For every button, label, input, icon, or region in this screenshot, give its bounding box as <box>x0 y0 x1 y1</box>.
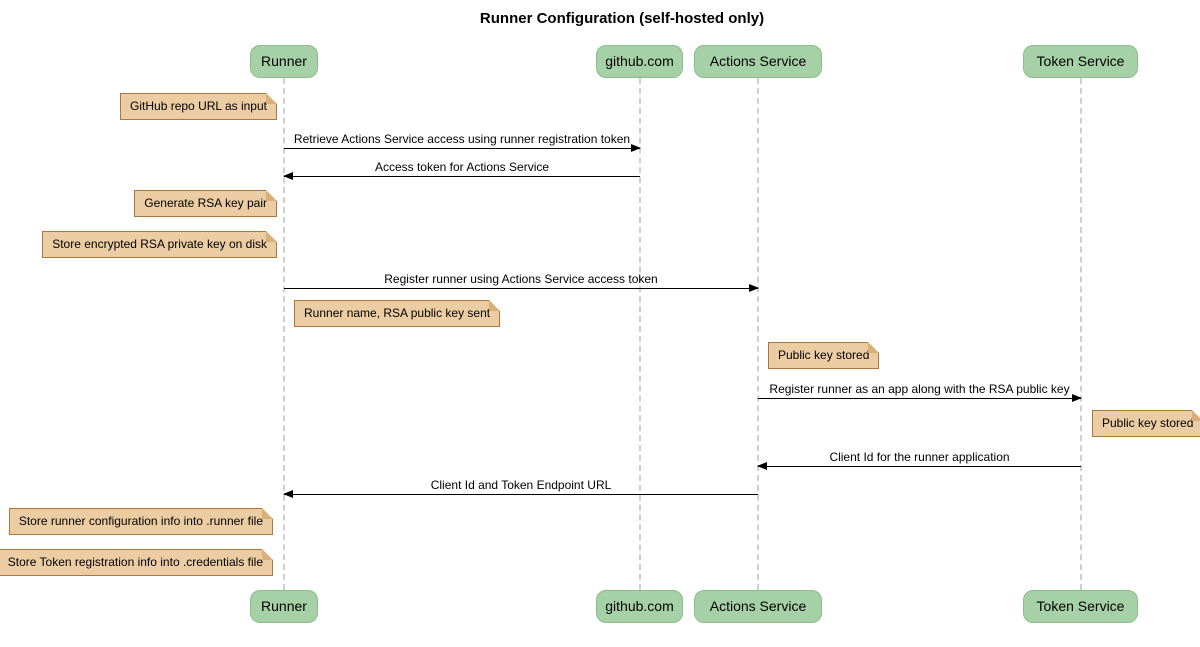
note-store-runner-file: Store runner configuration info into .ru… <box>8 508 274 535</box>
arrowhead-left-icon <box>757 462 767 470</box>
message-label: Retrieve Actions Service access using ru… <box>293 132 631 146</box>
participant-token-service-top: Token Service <box>1023 45 1138 78</box>
arrowhead-right-icon <box>749 284 759 292</box>
message-client-id-endpoint: Client Id and Token Endpoint URL <box>283 478 758 498</box>
participant-actions-service-bottom: Actions Service <box>694 590 822 623</box>
participant-token-service-bottom: Token Service <box>1023 590 1138 623</box>
arrowhead-right-icon <box>1072 394 1082 402</box>
note-public-key-stored-token: Public key stored <box>1092 410 1200 437</box>
message-label: Client Id and Token Endpoint URL <box>430 478 612 492</box>
message-arrow <box>758 394 1082 402</box>
note-text: Store encrypted RSA private key on disk <box>52 237 267 251</box>
note-text: Runner name, RSA public key sent <box>304 306 491 320</box>
participant-github-bottom: github.com <box>596 590 683 623</box>
note-runner-name-sent: Runner name, RSA public key sent <box>294 300 501 327</box>
note-generate-rsa: Generate RSA key pair <box>134 190 277 217</box>
note-text: Store runner configuration info into .ru… <box>18 514 263 528</box>
message-arrow <box>283 172 640 180</box>
participant-github-top: github.com <box>596 45 683 78</box>
message-arrow <box>283 490 758 498</box>
message-arrow <box>284 284 759 292</box>
arrowhead-left-icon <box>283 172 293 180</box>
participant-runner-bottom: Runner <box>250 590 318 623</box>
message-register-app: Register runner as an app along with the… <box>758 382 1082 402</box>
arrowhead-left-icon <box>283 490 293 498</box>
diagram-title: Runner Configuration (self-hosted only) <box>479 10 765 27</box>
message-retrieve-access: Retrieve Actions Service access using ru… <box>284 132 641 152</box>
message-register-runner: Register runner using Actions Service ac… <box>284 272 759 292</box>
lifeline-actions-service <box>757 78 759 590</box>
note-github-repo-url: GitHub repo URL as input <box>120 93 277 120</box>
lifeline-github <box>639 78 641 590</box>
message-label: Client Id for the runner application <box>829 450 1010 464</box>
note-text: Generate RSA key pair <box>144 196 267 210</box>
participant-actions-service-top: Actions Service <box>694 45 822 78</box>
note-store-credentials-file: Store Token registration info into .cred… <box>0 549 274 576</box>
note-text: Public key stored <box>778 348 870 362</box>
note-text: Public key stored <box>1102 416 1194 430</box>
note-public-key-stored-actions: Public key stored <box>768 342 880 369</box>
message-label: Access token for Actions Service <box>374 160 550 174</box>
message-label: Register runner as an app along with the… <box>769 382 1070 396</box>
message-arrow <box>757 462 1081 470</box>
note-text: Store Token registration info into .cred… <box>7 555 263 569</box>
message-label: Register runner using Actions Service ac… <box>384 272 658 286</box>
message-client-id: Client Id for the runner application <box>757 450 1081 470</box>
message-arrow <box>284 144 641 152</box>
message-access-token: Access token for Actions Service <box>283 160 640 180</box>
participant-runner-top: Runner <box>250 45 318 78</box>
note-text: GitHub repo URL as input <box>130 99 267 113</box>
note-store-private-key: Store encrypted RSA private key on disk <box>42 231 277 258</box>
lifeline-runner <box>283 78 285 590</box>
lifeline-token-service <box>1080 78 1082 590</box>
arrowhead-right-icon <box>631 144 641 152</box>
